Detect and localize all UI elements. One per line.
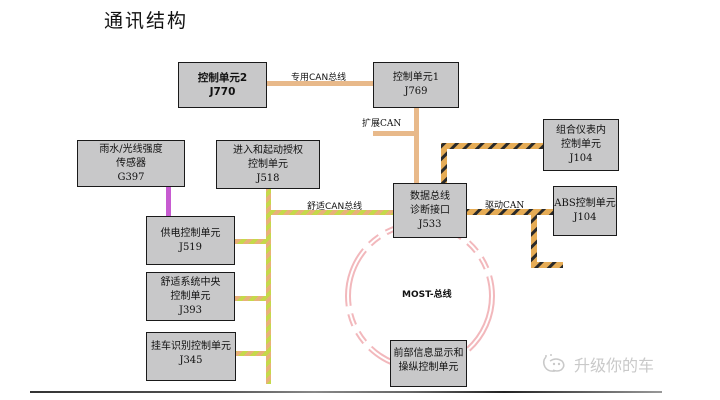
diagram-title: 通讯结构 bbox=[104, 10, 189, 32]
unit-code: J769 bbox=[404, 86, 428, 97]
unit-name: 雨水/光线强度 bbox=[99, 143, 163, 155]
unit-name: 前部信息显示和 bbox=[393, 348, 464, 359]
drive-can-abs-stub bbox=[531, 262, 563, 268]
unit-name: 进入和起动授权 bbox=[233, 144, 303, 156]
unit-name-2: 诊断接口 bbox=[410, 204, 450, 216]
drive-can-cluster-vertical bbox=[441, 143, 447, 185]
most-bus-label: MOST-总线 bbox=[402, 290, 452, 300]
unit-g397[interactable]: 雨水/光线强度 传感器 G397 bbox=[77, 140, 185, 187]
comfort-can-label: 舒适CAN总线 bbox=[307, 202, 363, 212]
unit-code: J533 bbox=[418, 218, 442, 230]
comfort-can-j393 bbox=[234, 296, 271, 301]
unit-name: 控制单元2 bbox=[197, 72, 248, 84]
unit-name-2: 控制单元 bbox=[561, 139, 601, 150]
watermark-text: 升级你的车 bbox=[574, 356, 655, 375]
unit-name-2: 控制单元 bbox=[248, 158, 288, 170]
unit-name: 数据总线 bbox=[410, 190, 450, 202]
unit-name: 舒适系统中央 bbox=[160, 276, 221, 288]
unit-code: J345 bbox=[179, 355, 203, 366]
unit-j104-abs[interactable]: ABS控制单元 J104 bbox=[553, 186, 617, 236]
unit-j104-cluster[interactable]: 组合仪表内 控制单元 J104 bbox=[543, 119, 619, 171]
unit-name-2: 传感器 bbox=[116, 157, 146, 169]
unit-name: ABS控制单元 bbox=[554, 198, 616, 209]
private-can-label: 专用CAN总线 bbox=[291, 73, 347, 83]
unit-code: J393 bbox=[178, 304, 203, 316]
wechat-icon bbox=[542, 354, 565, 372]
comfort-can-j345 bbox=[234, 351, 271, 356]
unit-name: 供电控制单元 bbox=[160, 227, 221, 239]
sensor-link-line bbox=[166, 186, 171, 217]
comfort-can-trunk bbox=[266, 188, 271, 384]
unit-code: J104 bbox=[569, 153, 593, 164]
unit-name-2: 操纵控制单元 bbox=[398, 362, 459, 373]
unit-name: 控制单元1 bbox=[392, 72, 440, 83]
extended-can-stub bbox=[373, 131, 417, 136]
unit-j769[interactable]: 控制单元1 J769 bbox=[373, 62, 459, 108]
extended-can-label: 扩展CAN bbox=[362, 119, 402, 129]
comfort-can-to-j533 bbox=[266, 210, 393, 215]
unit-code: J770 bbox=[209, 86, 236, 98]
extended-can-trunk bbox=[414, 108, 419, 184]
unit-code: J104 bbox=[573, 212, 597, 223]
unit-code: J519 bbox=[178, 241, 203, 253]
unit-j770[interactable]: 控制单元2 J770 bbox=[178, 62, 267, 108]
watermark: 升级你的车 bbox=[540, 352, 654, 376]
unit-j518[interactable]: 进入和起动授权 控制单元 J518 bbox=[216, 140, 320, 189]
private-can-line bbox=[266, 81, 374, 86]
unit-j393[interactable]: 舒适系统中央 控制单元 J393 bbox=[146, 272, 235, 321]
unit-code: J518 bbox=[256, 172, 280, 184]
unit-code: G397 bbox=[117, 171, 145, 183]
unit-front-display[interactable]: 前部信息显示和 操纵控制单元 bbox=[390, 340, 467, 387]
unit-j533[interactable]: 数据总线 诊断接口 J533 bbox=[393, 183, 467, 238]
unit-name: 挂车识别控制单元 bbox=[151, 341, 231, 352]
unit-j345[interactable]: 挂车识别控制单元 J345 bbox=[146, 332, 236, 381]
unit-name-2: 控制单元 bbox=[170, 290, 211, 302]
drive-can-cluster-horizontal bbox=[441, 143, 544, 149]
drive-can-label: 驱动CAN bbox=[485, 201, 525, 211]
footer-divider bbox=[30, 391, 662, 393]
comfort-can-j519 bbox=[234, 239, 271, 244]
drive-can-abs-vertical bbox=[531, 209, 537, 267]
unit-name: 组合仪表内 bbox=[556, 125, 606, 136]
drive-can-abs-horizontal bbox=[465, 209, 555, 215]
unit-j519[interactable]: 供电控制单元 J519 bbox=[146, 216, 235, 265]
